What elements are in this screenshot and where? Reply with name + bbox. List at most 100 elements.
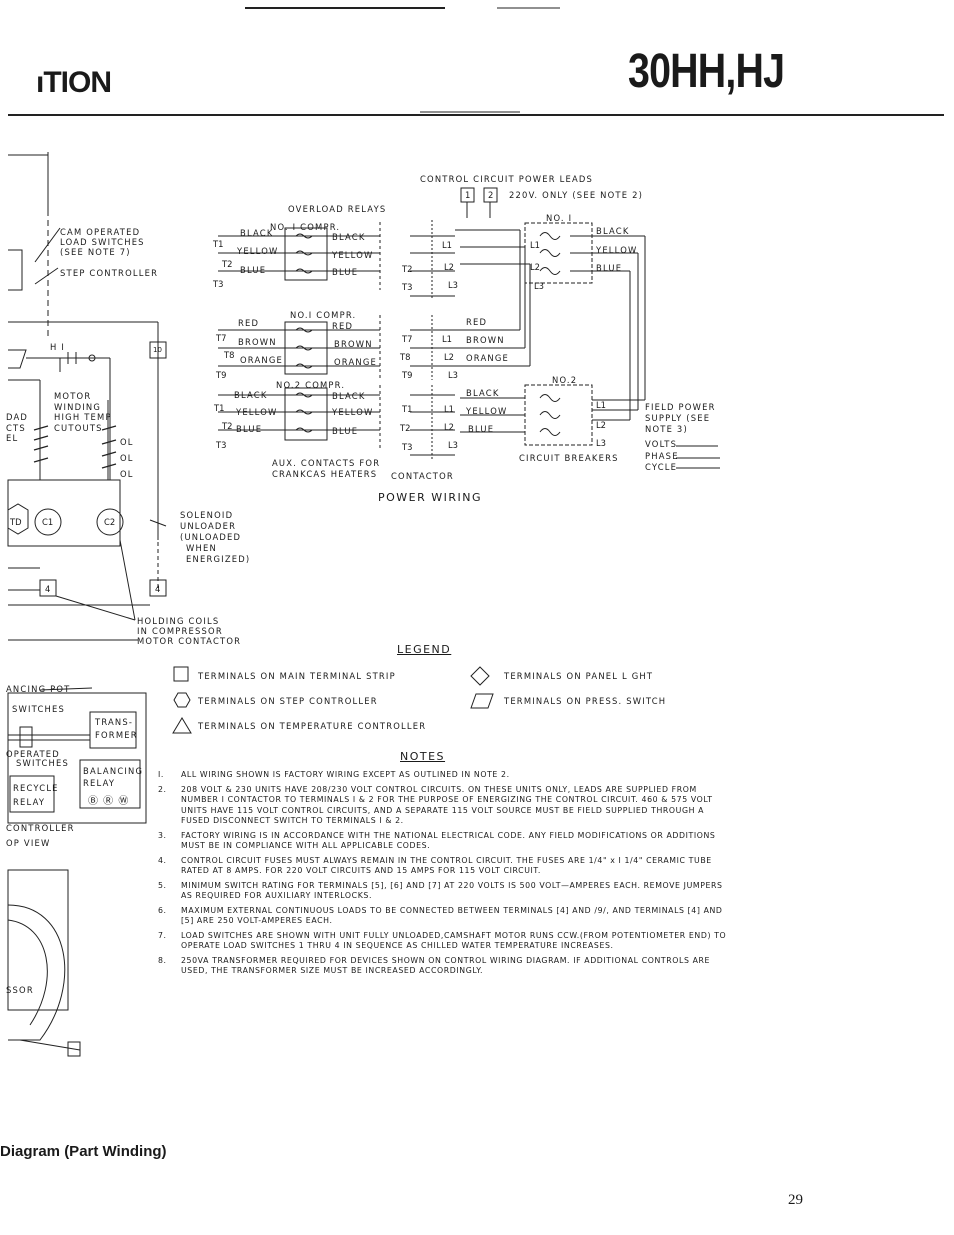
legend-item-main-terminal: TERMINALS ON MAIN TERMINAL STRIP [198, 671, 396, 681]
contactor-label: CONTACTOR [391, 471, 454, 481]
balancing-pot-label: ANCING POT [6, 684, 71, 694]
terminal-t7-a: T7 [216, 333, 227, 343]
note-item: 3.FACTORY WIRING IS IN ACCORDANCE WITH T… [158, 830, 716, 851]
terminal-1: 1 [465, 190, 471, 200]
note-item: 7.LOAD SWITCHES ARE SHOWN WITH UNIT FULL… [158, 930, 727, 951]
terminal-l2-d: L2 [444, 422, 454, 432]
terminal-t8-b: T8 [400, 352, 411, 362]
terminal-l1-cb2: L1 [596, 400, 606, 410]
terminal-t3-a: T3 [213, 279, 224, 289]
terminal-t2-a: T2 [222, 259, 233, 269]
wire-red-2b: RED [332, 321, 354, 331]
terminal-2: 2 [488, 190, 494, 200]
control-circuit-label: CONTROL CIRCUIT POWER LEADS [420, 174, 594, 184]
brw-terminals-icon: Ⓑ Ⓡ Ⓦ [88, 796, 130, 807]
wire-red-2: RED [238, 318, 260, 328]
legend-item-press-switch: TERMINALS ON PRESS. SWITCH [504, 696, 667, 706]
terminal-t7-b: T7 [402, 334, 413, 344]
cycle-label: CYCLE [645, 462, 678, 472]
terminal-4-left: 4 [45, 584, 51, 594]
volt-note: 220V. ONLY (SEE NOTE 2) [509, 190, 644, 200]
wire-black-3c: BLACK [466, 388, 500, 398]
notes-title: NOTES [400, 750, 446, 763]
terminal-l2-a: L2 [444, 262, 454, 272]
transformer-label: TRANS-FORMER [95, 717, 138, 740]
terminal-t3-c: T3 [216, 440, 227, 450]
overload-relays-label: OVERLOAD RELAYS [288, 204, 387, 214]
terminal-l1-cb1: L1 [530, 240, 540, 250]
notes-list: I.ALL WIRING SHOWN IS FACTORY WIRING EXC… [158, 770, 728, 981]
terminal-10: 10 [153, 346, 162, 354]
terminal-l3-cb1: L3 [534, 281, 544, 291]
terminal-t1-d: T1 [402, 404, 413, 414]
phase-label: PHASE [645, 451, 679, 461]
wire-red-2c: RED [466, 317, 488, 327]
terminal-t2-b: T2 [402, 264, 413, 274]
terminal-t3-d: T3 [402, 442, 413, 452]
terminal-t8-a: T8 [224, 350, 235, 360]
c2-label: C2 [104, 517, 116, 527]
note-item: 6.MAXIMUM EXTERNAL CONTINUOUS LOADS TO B… [158, 905, 723, 926]
volts-label: VOLTS [645, 439, 678, 449]
no2-compr-label: NO.2 COMPR. [276, 380, 346, 390]
circuit-breakers-label: CIRCUIT BREAKERS [519, 453, 619, 463]
terminal-l1-d: L1 [444, 404, 454, 414]
compressor-label: SSOR [6, 985, 34, 995]
terminal-l1-b: L1 [442, 334, 452, 344]
wire-yellow-1: YELLOW [237, 246, 279, 256]
no1-compr-label-b: NO.I COMPR. [290, 310, 357, 320]
no1-compr-label-a: NO. I COMPR. [270, 222, 341, 232]
terminal-t2-d: T2 [400, 423, 411, 433]
wire-brown-2b: BROWN [334, 339, 373, 349]
no1-breaker-label: NO. I [546, 213, 573, 223]
legend-item-panel-light: TERMINALS ON PANEL L GHT [504, 671, 654, 681]
ol-label-2: OL [120, 453, 134, 463]
diagram-caption: Diagram (Part Winding) [0, 1143, 167, 1160]
terminal-t1-c: T1 [214, 403, 225, 413]
terminal-l2-b: L2 [444, 352, 454, 362]
terminal-t9-a: T9 [216, 370, 227, 380]
terminal-l2-cb1: L2 [530, 262, 540, 272]
ol-label-3: OL [120, 469, 134, 479]
terminal-t9-b: T9 [402, 370, 413, 380]
wire-yellow-3: YELLOW [236, 407, 278, 417]
wire-brown-2c: BROWN [466, 335, 505, 345]
td-label: TD [10, 517, 22, 527]
wire-black-1b: BLACK [332, 232, 366, 242]
no2-breaker-label: NO.2 [552, 375, 578, 385]
wire-yellow-3b: YELLOW [332, 407, 374, 417]
terminal-l1-a: L1 [442, 240, 452, 250]
legend-item-temp-controller: TERMINALS ON TEMPERATURE CONTROLLER [198, 721, 427, 731]
wire-blue-1: BLUE [240, 265, 267, 275]
note-item: I.ALL WIRING SHOWN IS FACTORY WIRING EXC… [158, 770, 510, 779]
note-item: 8.250VA TRANSFORMER REQUIRED FOR DEVICES… [158, 955, 711, 976]
wire-blue-3b: BLUE [332, 426, 359, 436]
top-view-label: OP VIEW [6, 838, 51, 848]
wire-black-3b: BLACK [332, 391, 366, 401]
terminal-4-right: 4 [155, 584, 161, 594]
terminal-t2-c: T2 [222, 421, 233, 431]
wire-blue-3c: BLUE [468, 424, 495, 434]
header-model-title: 30HH,HJ [628, 45, 785, 98]
wire-black-cb1: BLACK [596, 226, 630, 236]
controller-label: CONTROLLER [6, 823, 75, 833]
note-item: 2.208 VOLT & 230 UNITS HAVE 208/230 VOLT… [158, 784, 713, 826]
terminal-l3-cb2: L3 [596, 438, 606, 448]
wire-yellow-1b: YELLOW [332, 250, 374, 260]
header-partial-title: ıTION [36, 66, 112, 99]
terminal-t1-a: T1 [213, 239, 224, 249]
c1-label: C1 [42, 517, 54, 527]
legend-title: LEGEND [397, 643, 452, 656]
terminal-l2-cb2: L2 [596, 420, 606, 430]
wire-blue-cb1: BLUE [596, 263, 623, 273]
